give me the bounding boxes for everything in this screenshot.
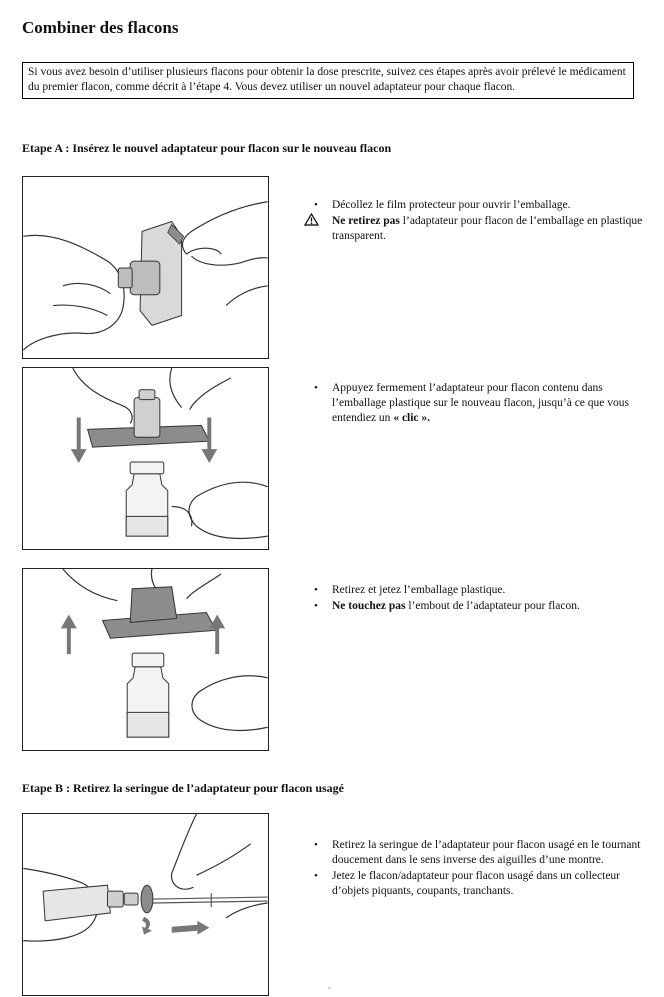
instruction-item: • Ne touchez pas l’embout de l’adaptateu… [310,599,650,614]
instruction-text: Appuyez fermement l’adaptateur pour flac… [332,382,629,424]
instruction-item: • Appuyez fermement l’adaptateur pour fl… [310,381,650,426]
instruction-bold-text: « clic ». [393,412,431,424]
warning-triangle-icon [303,212,320,231]
figure-remove-packaging [22,568,269,751]
instruction-text: Retirez la seringue de l’adaptateur pour… [332,839,641,866]
step-b-panel-1-instructions: • Retirez la seringue de l’adaptateur po… [310,838,650,900]
instruction-bold-text: Ne touchez pas [332,600,406,612]
remove-syringe-illustration [23,814,268,942]
page-marker: ˝ [328,986,331,996]
press-adapter-illustration [70,368,268,540]
instruction-text: Retirez et jetez l’emballage plastique. [332,584,506,596]
peel-film-illustration [23,201,268,351]
instruction-item: • Jetez le flacon/adaptateur pour flacon… [310,869,650,899]
instruction-text: l’embout de l’adaptateur pour flacon. [405,600,580,612]
bullet: • [314,839,318,851]
instruction-text: Décollez le film protecteur pour ouvrir … [332,199,571,211]
instruction-item: • Retirez la seringue de l’adaptateur po… [310,838,650,868]
figure-remove-syringe [22,813,269,996]
bullet: • [314,600,318,612]
bullet: • [314,199,318,211]
warning-item: Ne retirez pas l’adaptateur pour flacon … [303,212,650,244]
instruction-text: Jetez le flacon/adaptateur pour flacon u… [332,870,621,897]
step-a-panel-2-instructions: • Appuyez fermement l’adaptateur pour fl… [310,381,650,427]
bullet: • [314,382,318,394]
step-b-heading: Etape B : Retirez la seringue de l’adapt… [22,781,344,795]
bullet: • [314,870,318,882]
step-a-panel-3-instructions: • Retirez et jetez l’emballage plastique… [310,583,650,615]
remove-packaging-illustration [60,569,268,738]
figure-press-adapter [22,367,269,550]
page-title: Combiner des flacons [22,18,179,37]
intro-box: Si vous avez besoin d’utiliser plusieurs… [22,62,634,99]
instruction-item: • Décollez le film protecteur pour ouvri… [310,198,650,213]
bullet: • [314,584,318,596]
figure-peel-film [22,176,269,359]
instruction-item: • Retirez et jetez l’emballage plastique… [310,583,650,598]
step-a-panel-1-instructions: • Décollez le film protecteur pour ouvri… [303,198,650,245]
step-a-heading: Etape A : Insérez le nouvel adaptateur p… [22,141,392,155]
instruction-text: l’adaptateur pour flacon de l’emballage … [332,215,643,242]
instruction-bold-text: Ne retirez pas [332,215,400,227]
